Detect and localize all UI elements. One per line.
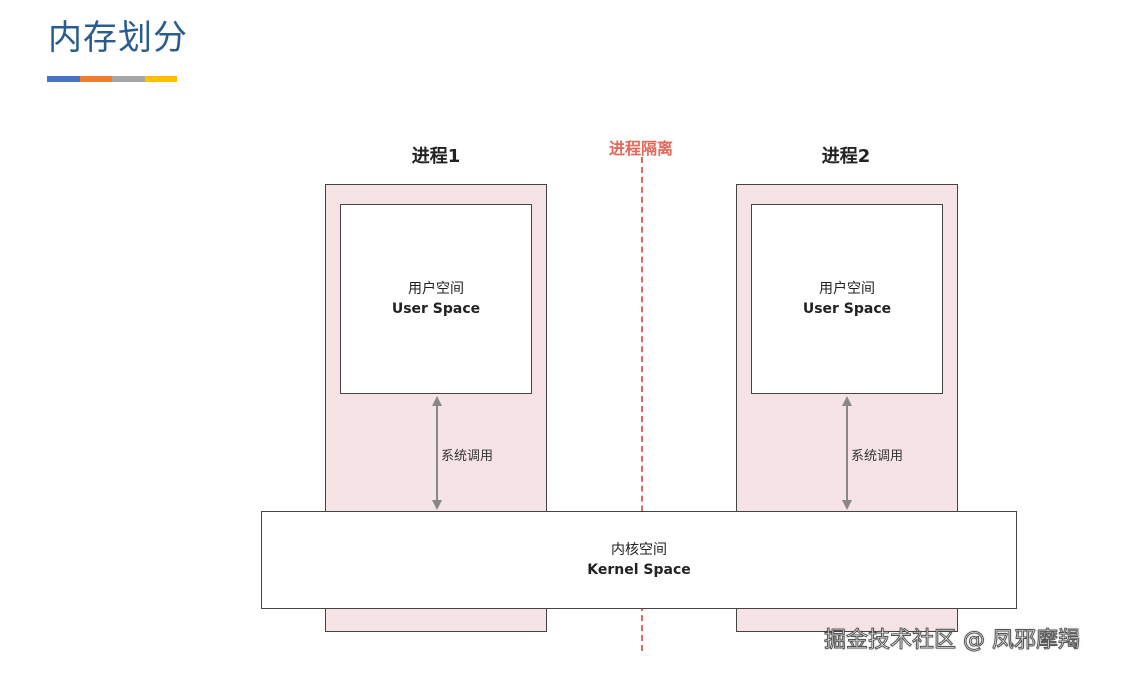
process2-user-space-cn: 用户空间 [819,281,875,297]
process1-user-space: 用户空间 User Space [340,204,532,394]
process2-syscall-arrow-icon [842,396,852,510]
title-accent-bar [47,76,177,82]
process2-user-space: 用户空间 User Space [751,204,943,394]
isolation-label: 进程隔离 [608,139,673,158]
isolation-line [641,157,643,651]
accent-segment-gray [112,76,145,82]
process1-user-space-cn: 用户空间 [408,281,464,297]
accent-segment-yellow [144,76,177,82]
watermark: 掘金技术社区 @ 凤邪摩羯 [824,628,1081,654]
kernel-space-cn: 内核空间 [611,542,667,558]
accent-segment-blue [47,76,80,82]
process1-syscall-label: 系统调用 [441,449,494,464]
kernel-space-box: 内核空间 Kernel Space [261,511,1017,609]
kernel-space-en: Kernel Space [587,562,691,578]
process2-label: 进程2 [821,146,871,167]
process1-syscall-arrow-icon [432,396,442,510]
accent-segment-orange [79,76,112,82]
process1-user-space-en: User Space [391,301,481,317]
process2-syscall-label: 系统调用 [851,449,904,464]
process1-label: 进程1 [411,146,461,167]
process2-user-space-en: User Space [802,301,892,317]
page-title: 内存划分 [48,18,188,58]
